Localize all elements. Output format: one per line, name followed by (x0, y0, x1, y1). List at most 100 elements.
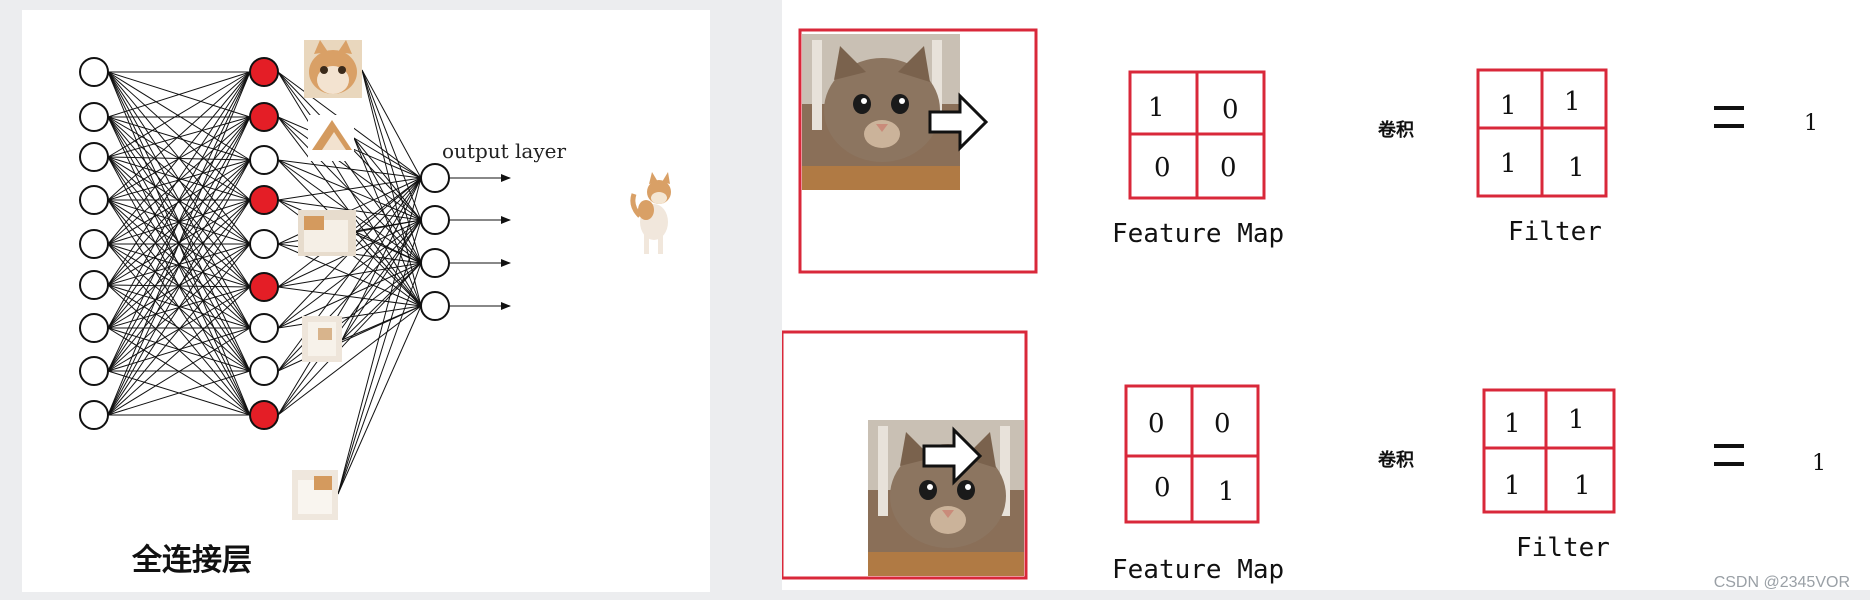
neuron-node (420, 248, 450, 278)
edge (107, 71, 251, 201)
edge (107, 199, 251, 372)
neuron-node (79, 270, 109, 300)
neuron-node (249, 400, 279, 430)
feature-map-label-top: Feature Map (1112, 219, 1284, 249)
convolution-label-bottom: 卷积 (1377, 449, 1414, 471)
edge (361, 69, 422, 179)
neuron-node (420, 205, 450, 235)
edge (353, 137, 422, 221)
edge (353, 137, 422, 264)
neuron-node (249, 356, 279, 386)
edge (361, 69, 422, 221)
edge (107, 116, 251, 416)
edge (353, 137, 422, 179)
edge (341, 262, 422, 341)
edge (107, 243, 251, 416)
edge (107, 71, 251, 286)
edge (107, 71, 251, 158)
neuron-node (420, 291, 450, 321)
network-nodes (79, 57, 450, 430)
edge (107, 71, 251, 372)
feature-cell: 0 (1220, 153, 1237, 183)
edge (355, 177, 422, 233)
network-edges (107, 69, 422, 495)
feature-cell: 0 (1148, 409, 1165, 439)
edge (341, 219, 422, 341)
neuron-node (249, 145, 279, 175)
feature-cell: 0 (1154, 153, 1171, 183)
filter-label-top: Filter (1508, 217, 1602, 247)
neuron-node (79, 57, 109, 87)
equals-sign-bottom (1714, 444, 1744, 466)
neuron-node (420, 163, 450, 193)
fully-connected-label: 全连接层 (131, 543, 252, 578)
edge (107, 199, 251, 416)
edge (337, 219, 422, 495)
neuron-node (249, 272, 279, 302)
feature-map-label-bottom: Feature Map (1112, 555, 1284, 585)
edge (107, 71, 251, 245)
neuron-node (79, 229, 109, 259)
edge (341, 305, 422, 341)
edge (107, 159, 251, 245)
filter-cell: 1 (1564, 87, 1581, 117)
filter-grid-top: 1 1 1 1 (1476, 68, 1608, 198)
cat-photo-bottom (868, 420, 1024, 576)
filter-cell: 1 (1568, 405, 1585, 435)
neuron-node (79, 185, 109, 215)
edge (337, 262, 422, 495)
result-value-bottom: 1 (1812, 451, 1826, 476)
edge (107, 159, 251, 416)
neuron-node (249, 185, 279, 215)
watermark: CSDN @2345VOR (1713, 574, 1850, 591)
filter-cell: 1 (1574, 471, 1591, 501)
output-arrows (449, 174, 511, 310)
edge (107, 71, 251, 329)
filter-label-bottom: Filter (1516, 533, 1610, 563)
feature-thumbnails (292, 40, 362, 520)
filter-cell: 1 (1504, 471, 1521, 501)
edge (337, 177, 422, 495)
arrow-icon-bottom (922, 426, 983, 486)
edge (107, 71, 251, 416)
filter-cell: 1 (1568, 153, 1585, 183)
filter-cell: 1 (1504, 409, 1521, 439)
result-value-top: 1 (1804, 111, 1818, 136)
neuron-node (79, 356, 109, 386)
edge (277, 159, 422, 179)
feature-cell: 0 (1214, 409, 1231, 439)
edge (341, 177, 422, 341)
neuron-node (249, 102, 279, 132)
network-diagram: output layer 全连接层 (79, 40, 671, 578)
feature-cell: 1 (1218, 477, 1235, 507)
edge (107, 116, 251, 245)
edge (107, 370, 251, 416)
edge (107, 116, 251, 158)
edge (277, 177, 422, 372)
edge (361, 69, 422, 307)
feature-cell: 1 (1148, 93, 1165, 123)
convolution-panel: 1 0 0 0 Feature Map 卷积 1 1 1 1 Filter 1 (782, 0, 1870, 590)
neuron-node (249, 229, 279, 259)
edge (277, 219, 422, 416)
edge (107, 286, 251, 416)
convolution-label-top: 卷积 (1377, 119, 1414, 141)
filter-cell: 1 (1500, 149, 1517, 179)
edge (353, 137, 422, 307)
edge (355, 219, 422, 233)
feature-map-grid-bottom: 0 0 0 1 (1124, 384, 1260, 524)
edge (107, 71, 251, 118)
edge (277, 305, 422, 416)
feature-cell: 0 (1222, 95, 1239, 125)
feature-cell: 0 (1154, 473, 1171, 503)
edge (277, 177, 422, 201)
neuron-node (79, 142, 109, 172)
neuron-node (79, 400, 109, 430)
fully-connected-panel: output layer 全连接层 (22, 10, 710, 592)
edge (337, 305, 422, 495)
neuron-node (249, 57, 279, 87)
edge (107, 199, 251, 329)
convolution-diagram: 1 0 0 0 Feature Map 卷积 1 1 1 1 Filter 1 (782, 28, 1826, 585)
edge (361, 69, 422, 264)
feature-map-grid-top: 1 0 0 0 (1128, 70, 1266, 200)
